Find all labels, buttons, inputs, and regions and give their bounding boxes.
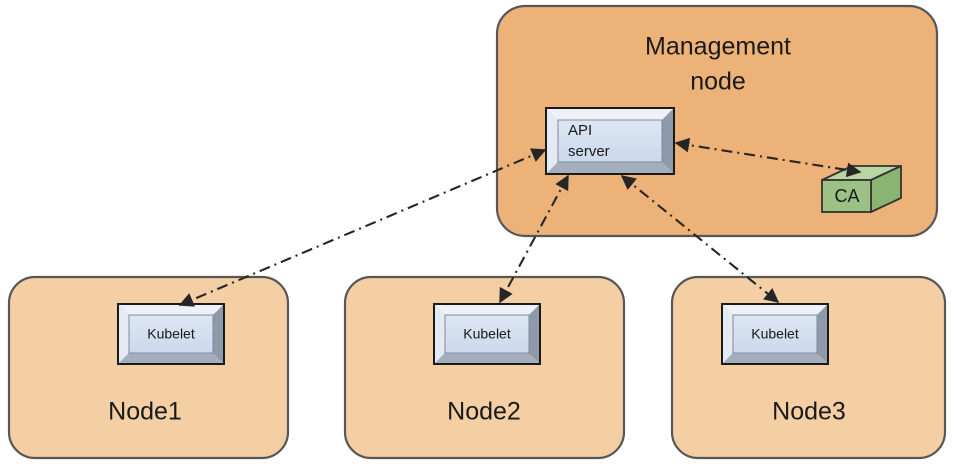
connector-api-server-to-kubelet-node1[interactable] [178,148,547,307]
kubelet-node3-face [732,314,818,354]
api-server-bevel-top [547,109,673,120]
kubelet-component-node1[interactable]: Kubelet [117,303,225,365]
kubelet-node1-bevel-right [213,305,223,363]
kubelet-node2-face [444,314,530,354]
kubelet-node3-bevel-right [817,305,827,363]
worker-node-2-label: Node2 [447,398,521,426]
kubelet-node3-bevel-bottom [723,353,827,363]
connector-api-server-to-ca[interactable] [674,137,862,178]
ca-label: CA [834,186,859,206]
management-node-label-line1: Management [645,33,791,61]
api-server-label-line1: API [568,122,592,139]
api-server-label-line2: server [568,143,610,160]
kubelet-node3-label: Kubelet [751,326,799,342]
ca-front-face [821,179,872,213]
worker-node-3-label: Node3 [772,398,846,426]
worker-node-2-group[interactable]: Kubelet Node2 [343,275,626,460]
api-server-bevel-right [662,109,673,173]
kubelet-node1-face [128,314,214,354]
kubelet-node2-bevel-bottom [435,353,539,363]
management-node-label-line2: node [690,68,746,96]
api-server-face [557,119,663,163]
connector-api-server-to-kubelet-node2[interactable] [499,174,569,304]
kubelet-node2-bevel-top [435,305,539,315]
kubelet-component-node2[interactable]: Kubelet [433,303,541,365]
kubelet-node2-bevel-left [435,305,445,363]
connector-api-server-to-kubelet-node3[interactable] [620,175,780,303]
connectors-group [178,137,862,307]
kubelet-node2-bevel-right [529,305,539,363]
kubelet-node1-label: Kubelet [147,326,195,342]
worker-node-1-label: Node1 [108,398,182,426]
kubelet-node3-bevel-left [723,305,733,363]
kubelet-node3-bevel-top [723,305,827,315]
worker-node-1-group[interactable]: Kubelet Node1 [7,275,290,460]
kubelet-node1-bevel-left [119,305,129,363]
api-server-bevel-bottom [547,162,673,173]
kubelet-node1-bevel-bottom [119,353,223,363]
kubelet-node1-bevel-top [119,305,223,315]
kubelet-node2-label: Kubelet [463,326,511,342]
kubelet-component-node3[interactable]: Kubelet [721,303,829,365]
api-server-component[interactable]: API server [545,107,675,175]
api-server-bevel-left [547,109,558,173]
worker-node-3-group[interactable]: Kubelet Node3 [670,275,947,460]
management-node-group[interactable]: Management node API server [495,4,939,238]
